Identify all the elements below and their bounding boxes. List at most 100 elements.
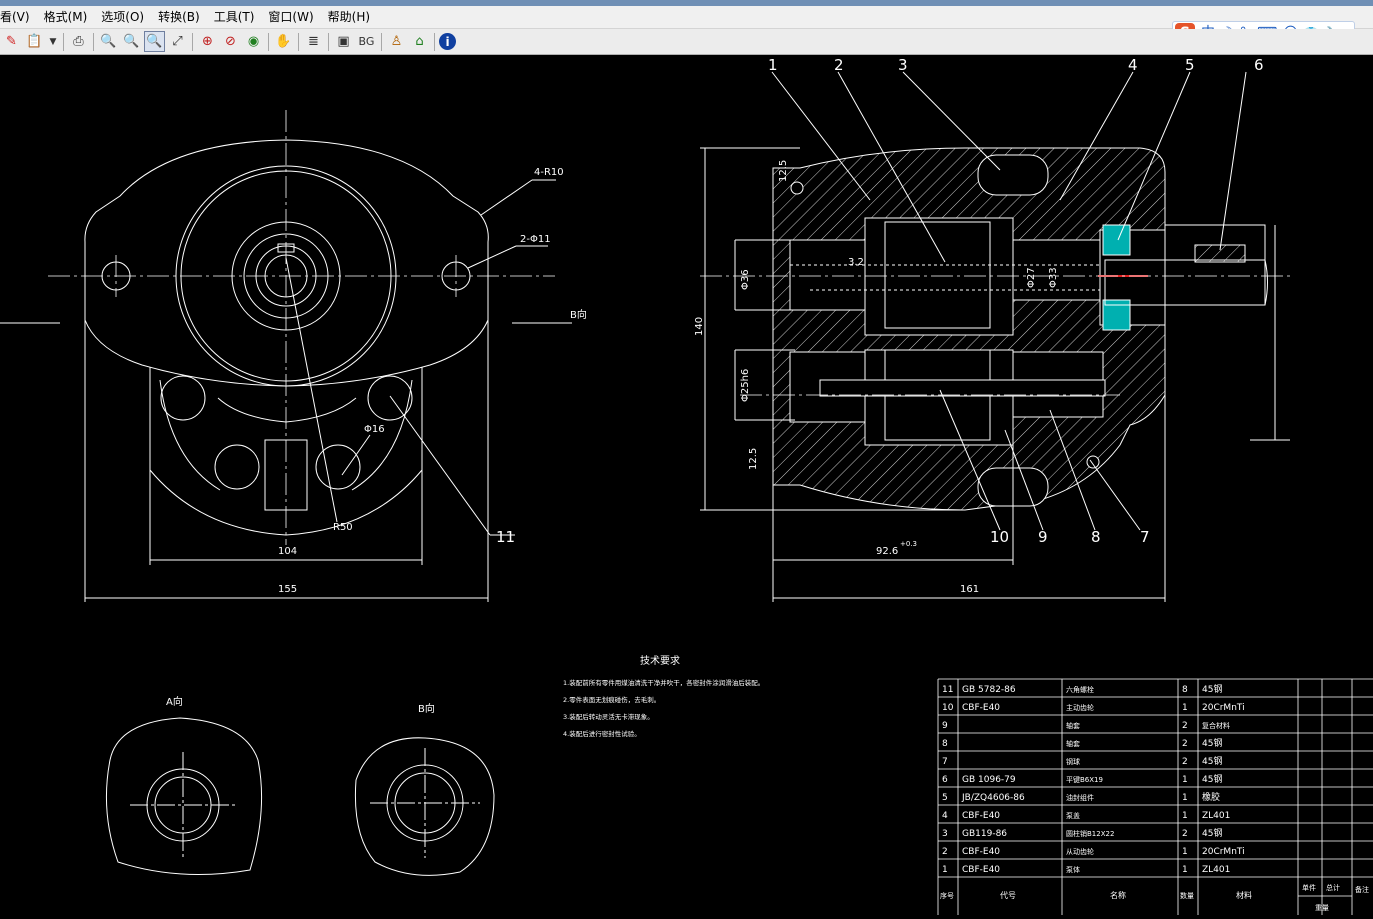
zoom-realtime-icon[interactable]: ⤢	[172, 34, 183, 49]
zoom-in-icon[interactable]: 🔍	[123, 34, 140, 49]
menu-bar: 看(V) 格式(M) 选项(O) 转换(B) 工具(T) 窗口(W) 帮助(H)	[0, 6, 1373, 29]
part-number-3: 3	[898, 56, 908, 74]
menu-options[interactable]: 选项(O)	[101, 10, 145, 24]
zoom-previous-icon[interactable]: ⊘	[225, 34, 236, 49]
bom-header-material: 材料	[1236, 890, 1252, 900]
dim-92-6: 92.6	[876, 546, 898, 557]
bom-row-10-material: 20CrMnTi	[1202, 703, 1245, 713]
toolbar-separator	[298, 32, 299, 51]
zoom-window-icon[interactable]: 🔍	[144, 31, 165, 52]
part-number-8: 8	[1091, 528, 1101, 546]
bom-row-8-qty: 2	[1182, 739, 1188, 749]
part-number-10: 10	[990, 528, 1009, 546]
layers-icon[interactable]: ≣	[308, 34, 319, 49]
print-icon[interactable]: ⎙	[73, 34, 84, 49]
bom-header-note: 备注	[1355, 885, 1369, 894]
bom-row-10-code: CBF-E40	[962, 703, 1000, 713]
label-r50: R50	[333, 522, 353, 533]
pan-icon[interactable]: ✋	[275, 34, 292, 49]
view-b	[354, 737, 495, 876]
label-4r10: 4-R10	[534, 167, 564, 178]
bom-row-7-name: 钢球	[1066, 757, 1080, 766]
background-button[interactable]: BG	[358, 35, 375, 48]
bom-header-weight: 重量	[1315, 904, 1329, 912]
bom-row-1-code: CBF-E40	[962, 865, 1000, 875]
bom-row-9-material: 复合材料	[1202, 721, 1230, 730]
menu-help[interactable]: 帮助(H)	[327, 10, 371, 24]
bom-row-8-no: 8	[942, 739, 948, 749]
pen-tool-icon[interactable]: ✎	[6, 34, 17, 49]
dim-phi27: Φ27	[1026, 267, 1037, 288]
zoom-extents-icon[interactable]: ⊕	[202, 34, 213, 49]
bom-table: 11 GB 5782-86 六角螺栓 8 45钢 10 CBF-E40 主动齿轮…	[940, 683, 1369, 912]
dim-104: 104	[278, 546, 297, 557]
view-a	[105, 717, 263, 875]
bom-row-4-qty: 1	[1182, 811, 1188, 821]
bom-row-3-material: 45钢	[1202, 827, 1222, 839]
part-number-5: 5	[1185, 56, 1195, 74]
surface-roughness-3-2: 3.2	[848, 257, 864, 268]
dim-92-6-tolerance: +0.3	[900, 540, 917, 548]
frame-icon[interactable]: ▣	[337, 34, 350, 49]
bom-header-qty: 数量	[1180, 891, 1194, 900]
part-number-7: 7	[1140, 528, 1150, 546]
toolbar-separator	[192, 32, 193, 51]
info-icon[interactable]: i	[439, 33, 456, 50]
dim-155: 155	[278, 584, 297, 595]
menu-view[interactable]: 看(V)	[0, 10, 30, 24]
bom-row-11-material: 45钢	[1202, 683, 1222, 695]
dim-161: 161	[960, 584, 979, 595]
bom-row-2-name: 从动齿轮	[1066, 847, 1094, 856]
dim-12-5-top: 12.5	[778, 160, 789, 182]
bom-row-11-no: 11	[942, 685, 953, 695]
section-view-labels: 1 2 3 4 5 6 10 9 8 7 140 161 92.6 +0.3 1…	[694, 56, 1264, 595]
bom-row-11-code: GB 5782-86	[962, 685, 1016, 695]
bom-row-11-name: 六角螺栓	[1066, 685, 1094, 694]
bom-row-5-name: 油封组件	[1066, 793, 1094, 802]
bom-row-6-name: 平键B6X19	[1066, 775, 1103, 784]
notes-title: 技术要求	[640, 654, 680, 667]
view-eye-icon[interactable]: ◉	[247, 34, 260, 49]
person-icon[interactable]: ♙	[390, 34, 403, 49]
bom-row-4-material: ZL401	[1202, 811, 1230, 821]
bom-row-9-qty: 2	[1182, 721, 1188, 731]
bom-row-9-no: 9	[942, 721, 948, 731]
part-number-11: 11	[496, 528, 515, 546]
part-number-4: 4	[1128, 56, 1138, 74]
main-toolbar: ✎ 📋 ▼ ⎙ 🔍 🔍 🔍 ⤢ ⊕ ⊘ ◉ ✋ ≣ ▣ BG ♙ ⌂ i	[0, 29, 1373, 55]
dim-phi36: Φ36	[740, 269, 751, 290]
label-b-direction: B向	[570, 308, 587, 321]
menu-tools[interactable]: 工具(T)	[213, 10, 255, 24]
bom-header-no: 序号	[940, 891, 954, 900]
bom-row-3-qty: 2	[1182, 829, 1188, 839]
notes-line-2: 2.零件表面无划痕碰伤，去毛刺。	[563, 695, 660, 704]
cad-drawing: 4-R10 2-Φ11 B向 Φ16 R50 104 155 11	[0, 56, 1373, 915]
bom-row-6-no: 6	[942, 775, 948, 785]
bom-row-5-qty: 1	[1182, 793, 1188, 803]
bom-row-6-code: GB 1096-79	[962, 775, 1016, 785]
menu-window[interactable]: 窗口(W)	[268, 10, 314, 24]
bom-row-1-no: 1	[942, 865, 948, 875]
bom-row-2-code: CBF-E40	[962, 847, 1000, 857]
zoom-out-icon[interactable]: 🔍	[100, 34, 117, 49]
home-icon[interactable]: ⌂	[415, 34, 424, 49]
dropdown-arrow-icon[interactable]: ▼	[49, 36, 57, 47]
toolbar-separator	[63, 32, 64, 51]
paste-icon[interactable]: 📋	[26, 34, 43, 49]
drawing-canvas[interactable]: 4-R10 2-Φ11 B向 Φ16 R50 104 155 11	[0, 55, 1373, 915]
bom-row-4-name: 泵盖	[1066, 811, 1080, 820]
bom-row-2-qty: 1	[1182, 847, 1188, 857]
front-view-centerlines	[48, 110, 555, 545]
bom-table-grid	[937, 678, 1373, 915]
menu-convert[interactable]: 转换(B)	[158, 10, 200, 24]
bom-row-9-name: 轴套	[1066, 721, 1080, 730]
bom-row-3-code: GB119-86	[962, 829, 1007, 839]
dim-12-5-bottom: 12.5	[748, 448, 759, 470]
bom-row-3-no: 3	[942, 829, 948, 839]
menu-format[interactable]: 格式(M)	[43, 10, 88, 24]
section-view-centerlines	[700, 275, 1290, 396]
bom-header-total: 总计	[1326, 883, 1340, 892]
label-phi16: Φ16	[364, 424, 385, 435]
bom-row-4-no: 4	[942, 811, 948, 821]
bom-row-11-qty: 8	[1182, 685, 1188, 695]
